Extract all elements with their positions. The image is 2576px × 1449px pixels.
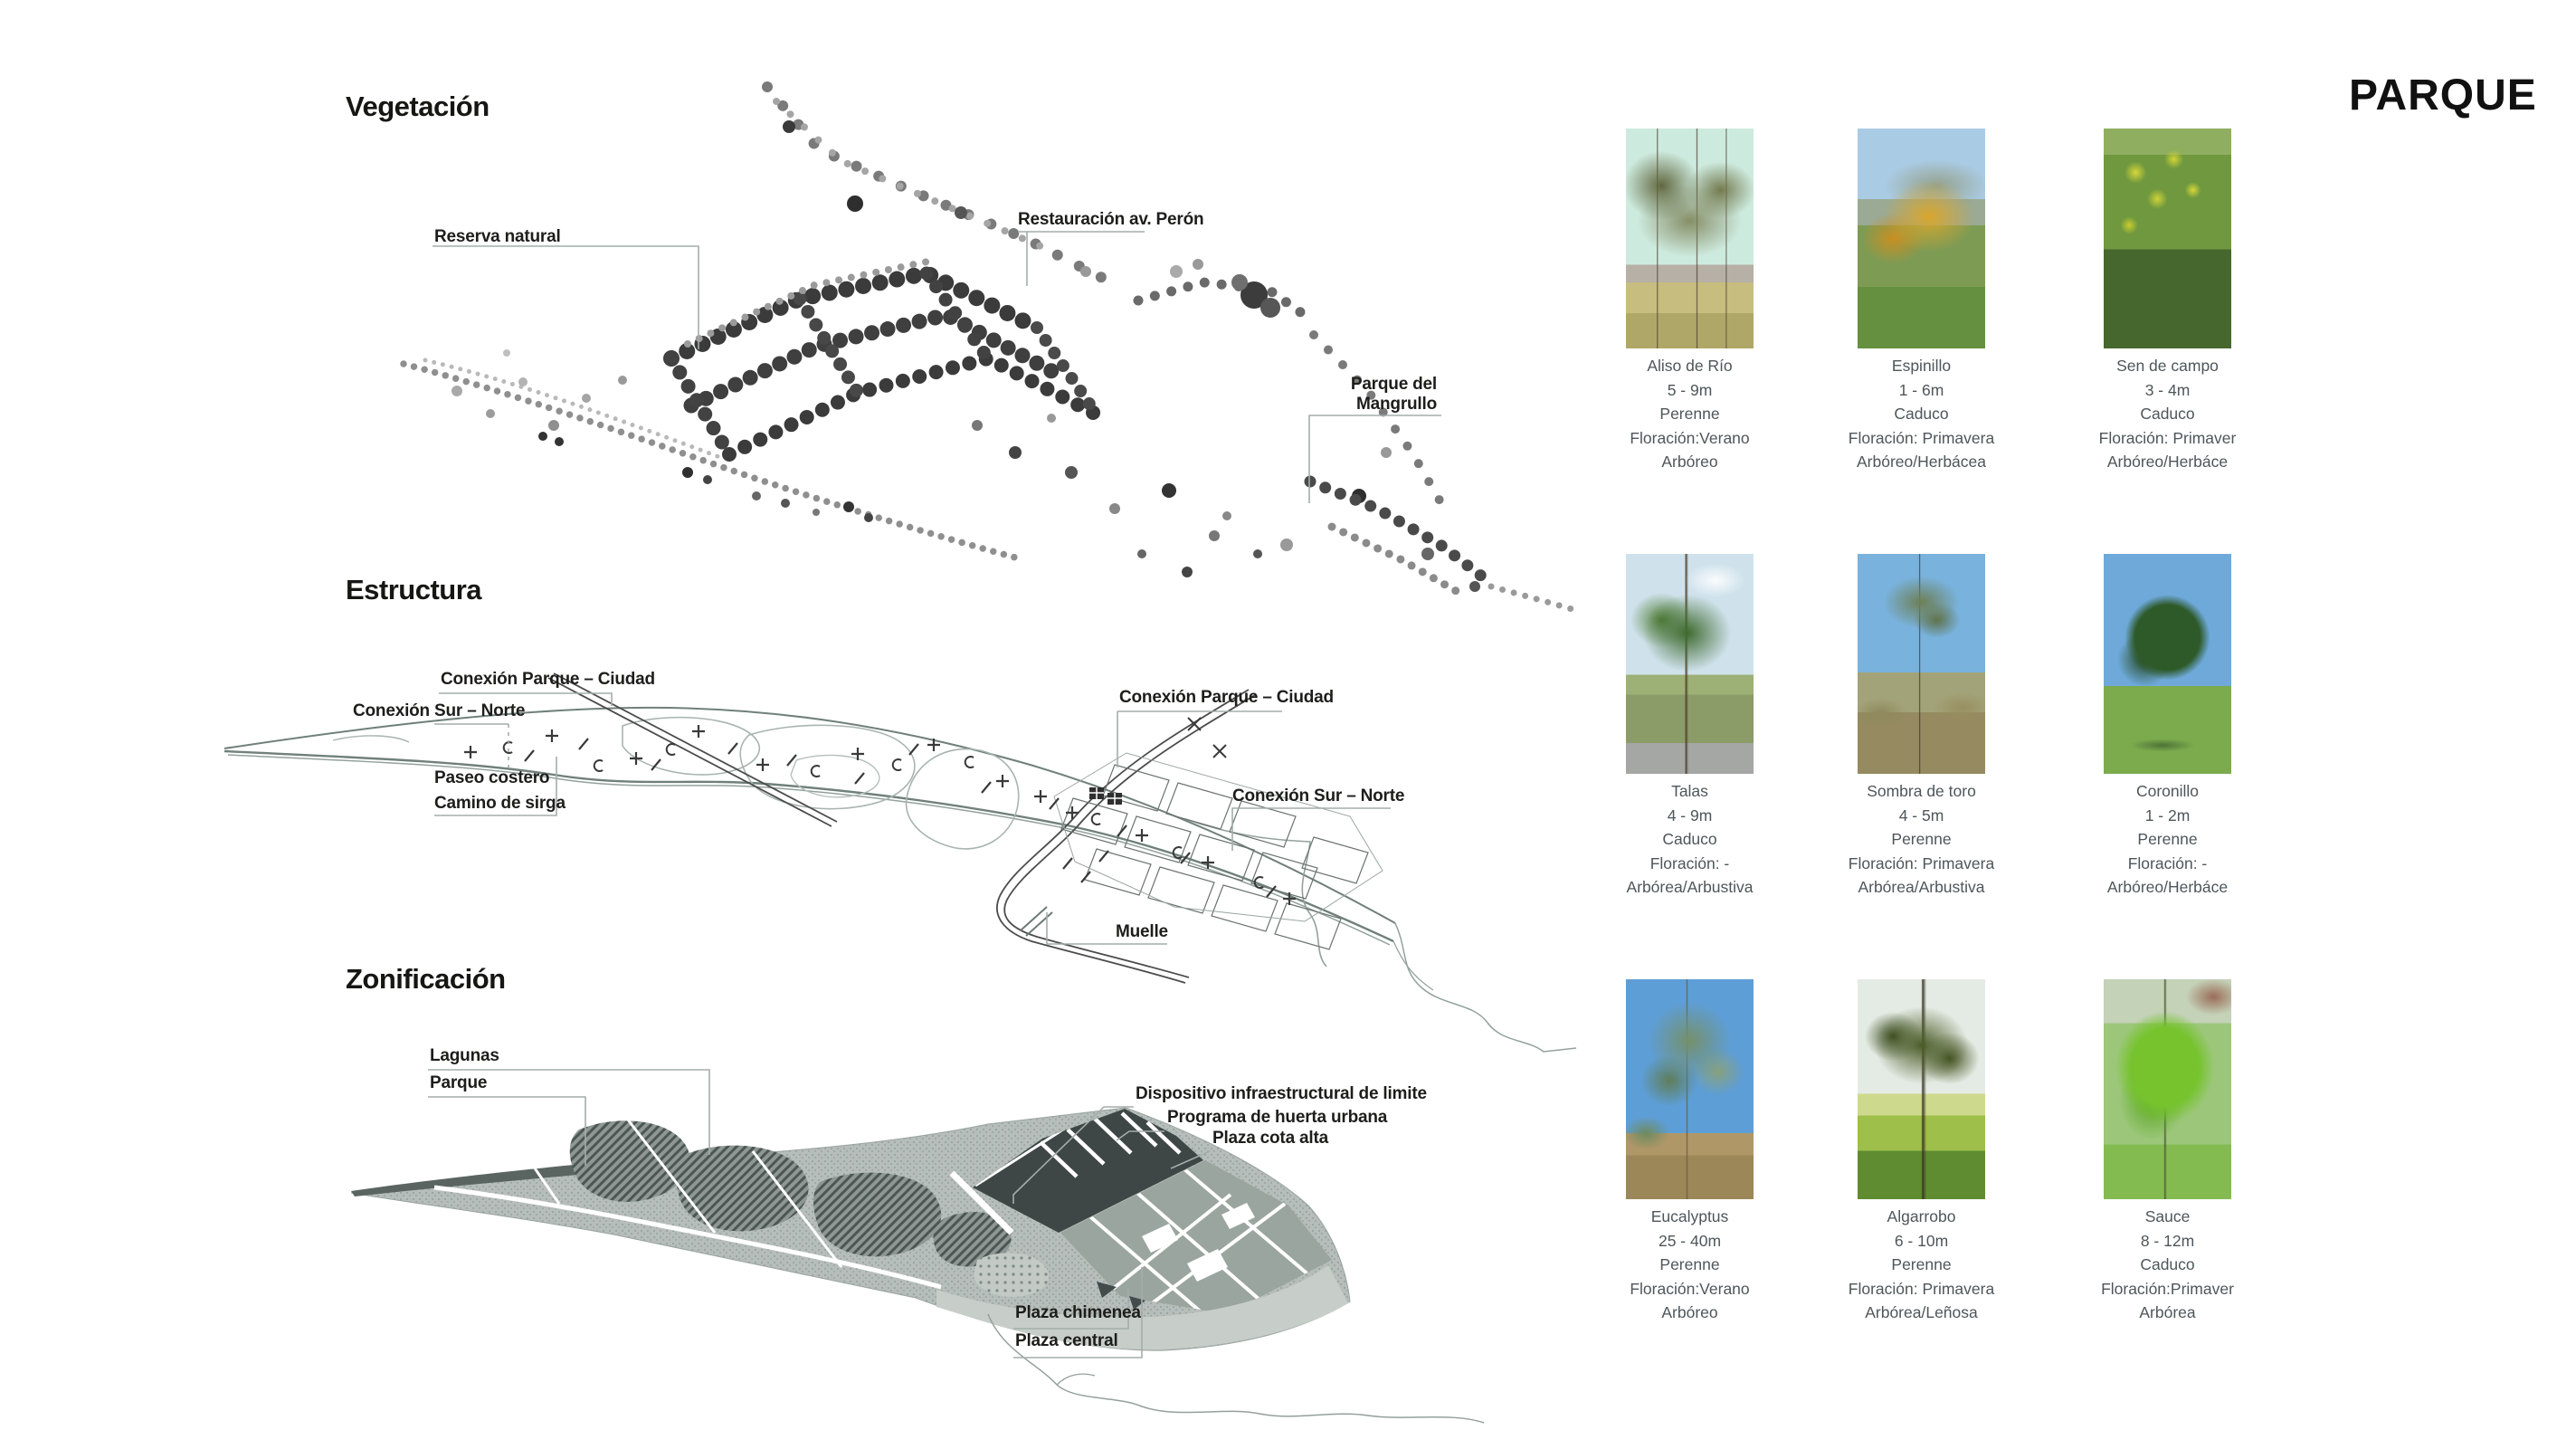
species-foliage: Caduco — [2140, 1255, 2195, 1273]
label-conexion-sur-norte-1: Conexión Sur – Norte — [353, 701, 526, 720]
species-height: 4 - 9m — [1667, 806, 1713, 825]
label-conexion-parque-ciudad-1: Conexión Parque – Ciudad — [441, 670, 655, 689]
species-height: 5 - 9m — [1667, 380, 1713, 399]
species-photo — [1858, 979, 1985, 1199]
species-stratum: Arbórea/Arbustiva — [1626, 878, 1754, 896]
species-bloom: Floración: Primaver — [2098, 428, 2237, 447]
species-height: 3 - 4m — [2144, 380, 2191, 399]
species-height: 8 - 12m — [2140, 1231, 2195, 1250]
species-bloom: Floración: - — [2127, 853, 2208, 872]
species-foliage: Caduco — [1894, 405, 1949, 423]
section-heading-estructura: Estructura — [346, 574, 482, 605]
species-foliage: Perenne — [1891, 1255, 1952, 1273]
species-height: 1 - 6m — [1898, 380, 1944, 399]
species-stratum: Arbóreo/Herbáce — [2106, 453, 2229, 471]
species-photo — [2104, 129, 2231, 348]
species-bloom: Floración: Primavera — [1848, 1279, 1995, 1298]
label-lagunas: Lagunas — [430, 1046, 499, 1065]
species-name: Talas — [1671, 782, 1708, 800]
label-parque: Parque — [430, 1073, 488, 1092]
species-bloom: Floración:Primaver — [2101, 1279, 2234, 1298]
species-foliage: Perenne — [1659, 1255, 1720, 1273]
species-name: Aliso de Río — [1647, 357, 1733, 375]
species-bloom: Floración: Primavera — [1848, 853, 1995, 872]
species-name: Sen de campo — [2116, 357, 2219, 375]
species-name: Coronillo — [2135, 782, 2200, 800]
species-stratum: Arbórea/Leñosa — [1865, 1303, 1978, 1321]
species-photo — [2104, 979, 2231, 1199]
zonificacion-map — [350, 1107, 1485, 1424]
species-foliage: Perenne — [1891, 830, 1952, 848]
species-stratum: Arbóreo — [1661, 1303, 1718, 1321]
species-stratum: Arbórea — [2139, 1303, 2196, 1321]
species-photo — [1626, 129, 1754, 348]
section-heading-zonificacion: Zonificación — [346, 963, 506, 995]
vegetacion-map — [400, 81, 1585, 615]
species-stratum: Arbórea/Arbustiva — [1858, 878, 1985, 896]
species-foliage: Perenne — [1659, 405, 1720, 423]
label-paseo-costero: Paseo costero — [434, 768, 550, 787]
estructura-map — [223, 672, 1577, 1053]
label-parque-del-mangrullo: Parque del Mangrullo — [1350, 375, 1437, 414]
section-heading-vegetacion: Vegetación — [346, 91, 490, 122]
species-bloom: Floración:Verano — [1630, 428, 1750, 447]
species-height: 1 - 2m — [2144, 806, 2191, 825]
label-plaza-cota-alta: Plaza cota alta — [1212, 1129, 1328, 1148]
label-plaza-chimenea: Plaza chimenea — [1015, 1303, 1141, 1322]
species-name: Sombra de toro — [1867, 782, 1976, 800]
species-photo — [1626, 554, 1754, 774]
species-foliage: Caduco — [2140, 405, 2195, 423]
species-bloom: Floración: - — [1649, 853, 1730, 872]
species-name: Espinillo — [1891, 357, 1952, 375]
label-conexion-parque-ciudad-2: Conexión Parque – Ciudad — [1119, 688, 1334, 707]
label-conexion-sur-norte-2: Conexión Sur – Norte — [1232, 786, 1405, 806]
label-restauracion-av-peron: Restauración av. Perón — [1018, 210, 1204, 229]
label-plaza-central: Plaza central — [1015, 1331, 1118, 1350]
label-muelle: Muelle — [1116, 922, 1168, 941]
species-photo — [1626, 979, 1754, 1199]
label-dispositivo: Dispositivo infraestructural de limite — [1136, 1084, 1427, 1103]
species-bloom: Floración: Primavera — [1848, 428, 1995, 447]
species-foliage: Perenne — [2137, 830, 2198, 848]
species-photo — [1858, 129, 1985, 348]
species-stratum: Arbóreo — [1661, 453, 1718, 471]
label-huerta-urbana: Programa de huerta urbana — [1167, 1108, 1388, 1127]
species-height: 25 - 40m — [1658, 1231, 1722, 1250]
species-bloom: Floración:Verano — [1630, 1279, 1750, 1298]
species-photo — [2104, 554, 2231, 774]
species-name: Algarrobo — [1887, 1207, 1956, 1225]
species-stratum: Arbóreo/Herbáce — [2106, 878, 2229, 896]
species-height: 6 - 10m — [1894, 1231, 1949, 1250]
page-title: PARQUE — [2349, 71, 2537, 119]
label-camino-de-sirga: Camino de sirga — [434, 794, 566, 813]
species-name: Sauce — [2144, 1207, 2191, 1225]
species-name: Eucalyptus — [1650, 1207, 1729, 1225]
leader-lines — [428, 231, 1441, 1358]
species-photo — [1858, 554, 1985, 774]
species-height: 4 - 5m — [1898, 806, 1944, 825]
label-reserva-natural: Reserva natural — [434, 227, 561, 246]
species-foliage: Caduco — [1662, 830, 1717, 848]
species-stratum: Arbóreo/Herbácea — [1857, 453, 1986, 471]
